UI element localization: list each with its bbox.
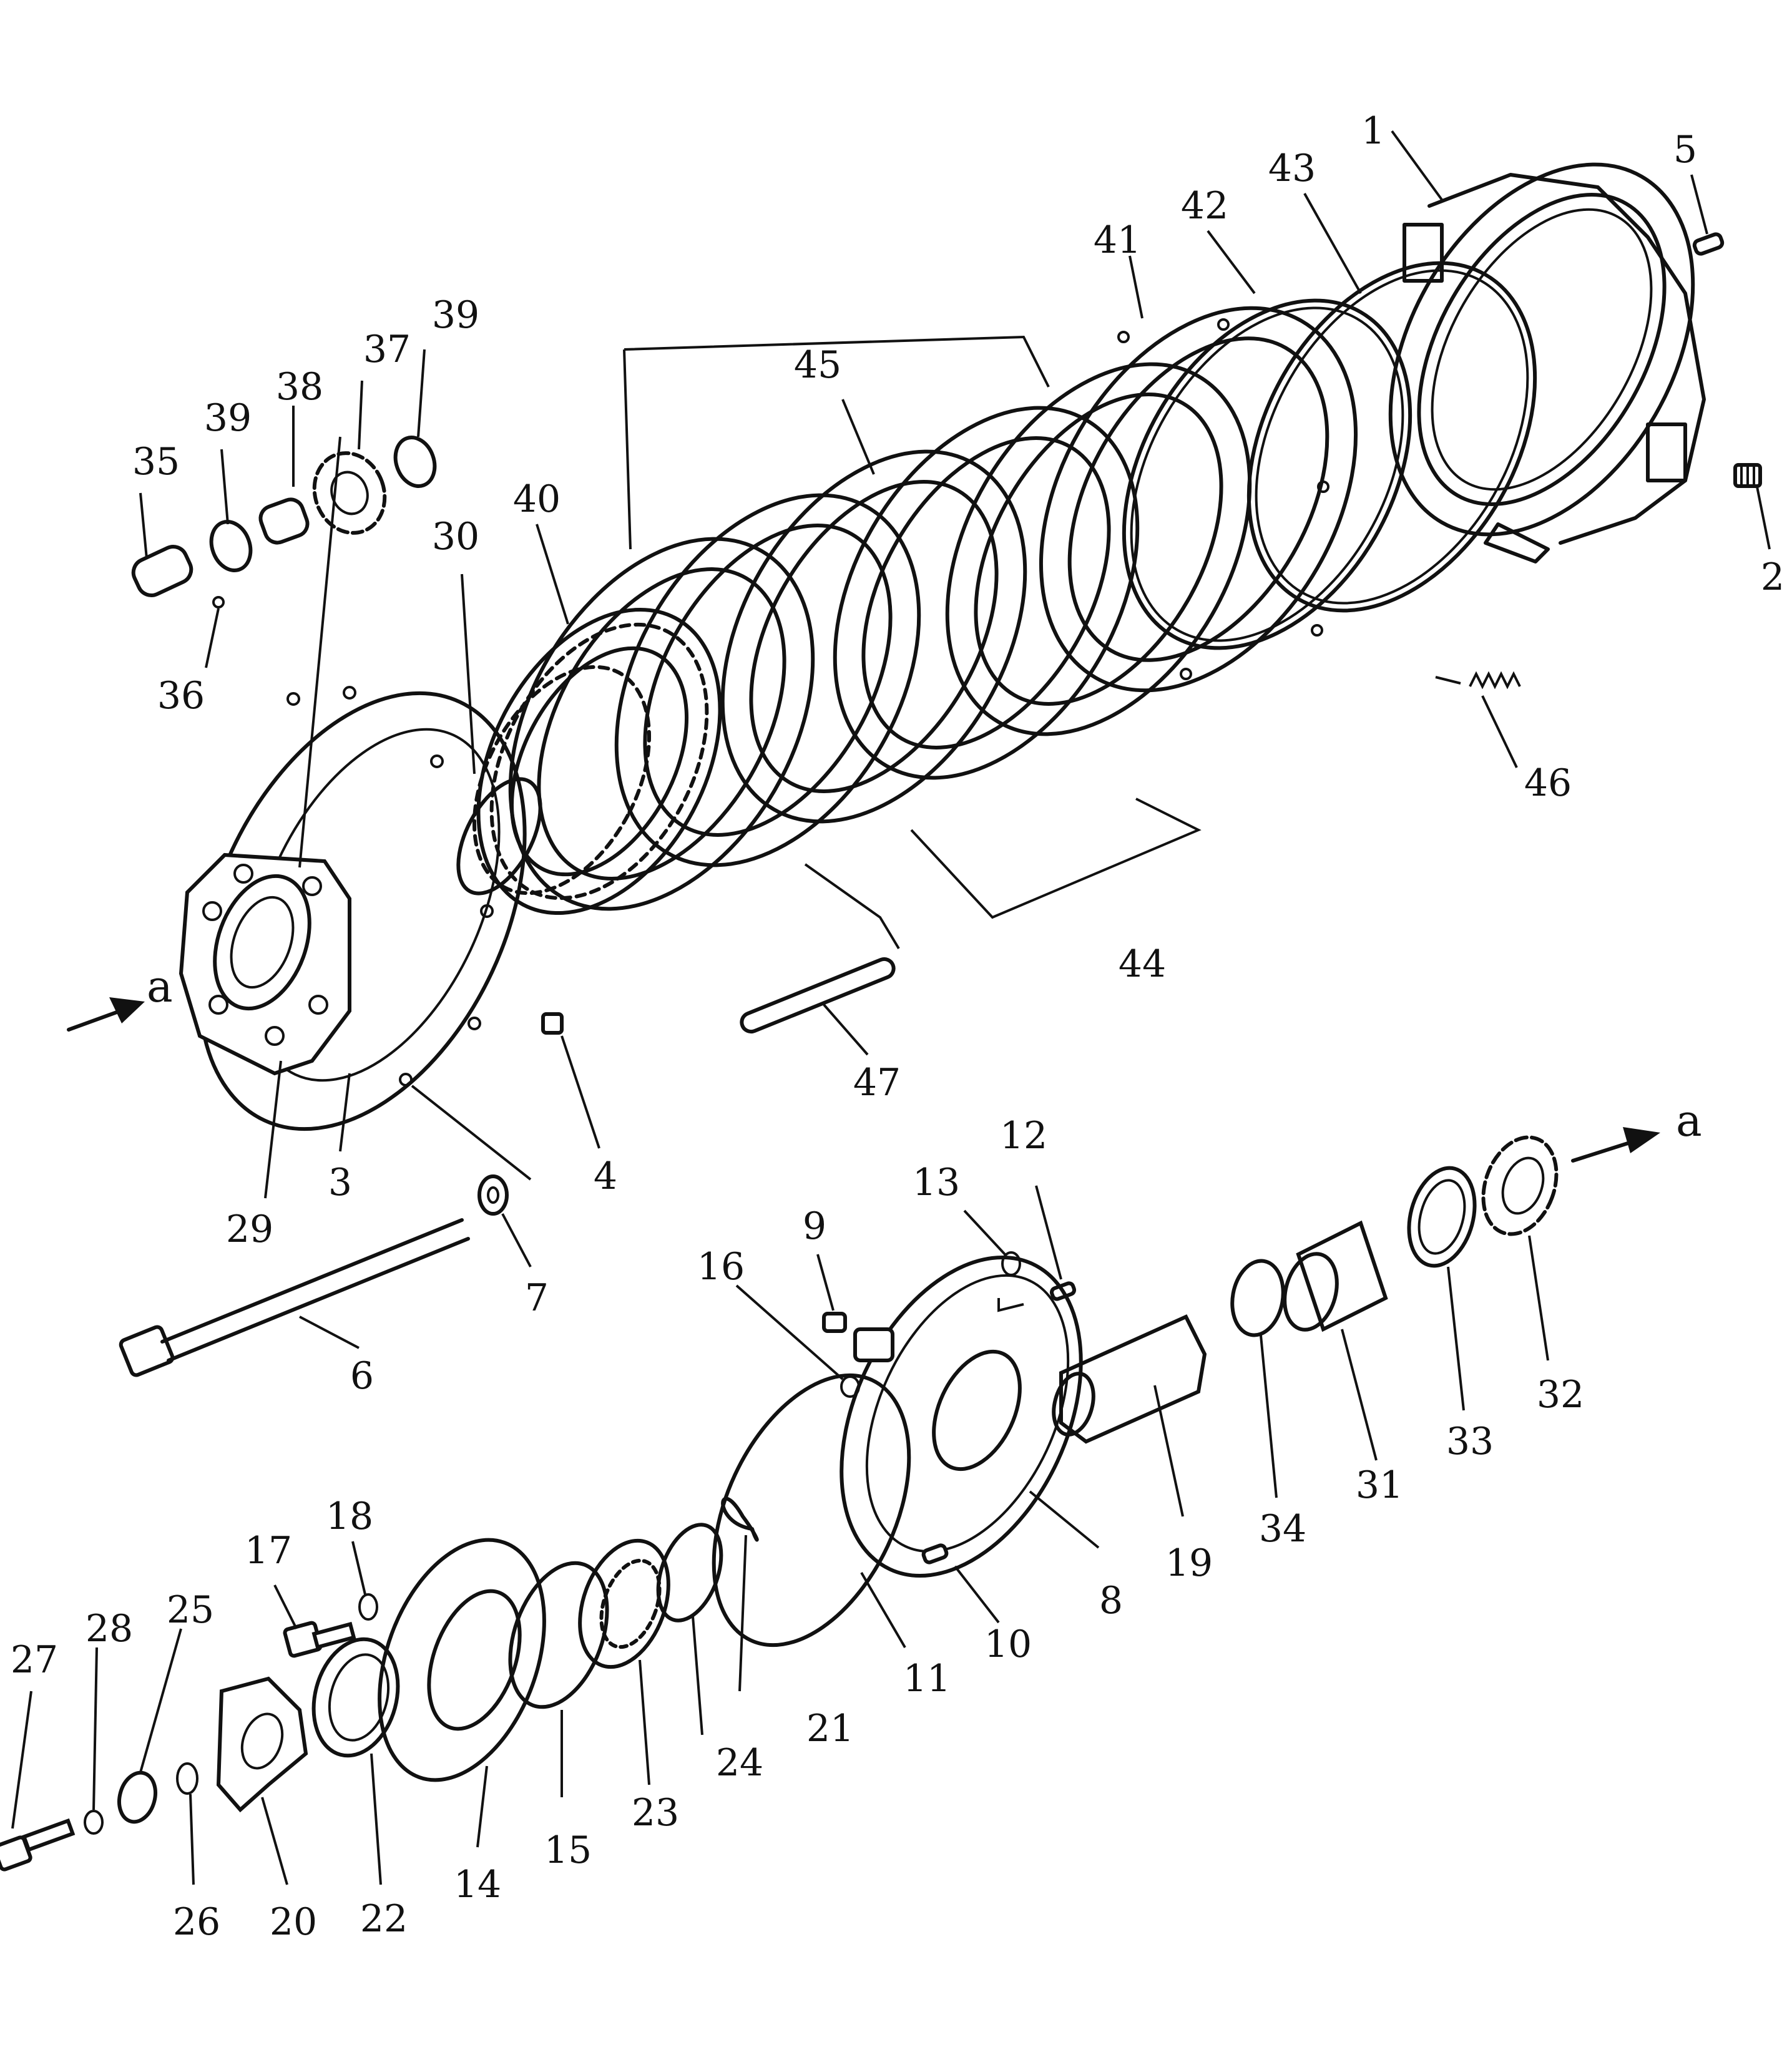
part-21-snap-ring bbox=[721, 1496, 759, 1542]
callout-45: 45 bbox=[794, 343, 841, 387]
callout-12: 12 bbox=[1000, 1114, 1047, 1158]
part-9-plug bbox=[822, 1312, 847, 1333]
callout-32: 32 bbox=[1537, 1373, 1584, 1417]
callout-20: 20 bbox=[270, 1900, 317, 1944]
callout-10: 10 bbox=[984, 1623, 1032, 1666]
callout-1: 1 bbox=[1361, 109, 1385, 153]
callout-18: 18 bbox=[326, 1495, 373, 1538]
part-41-lug-plate bbox=[1039, 306, 1358, 693]
part-1-housing bbox=[1388, 162, 1706, 564]
part-11-large-o-ring bbox=[712, 1373, 911, 1647]
arrow-right-a bbox=[1571, 1127, 1660, 1163]
part-16-o-ring bbox=[840, 1375, 860, 1398]
callout-24: 24 bbox=[716, 1741, 763, 1785]
part-22-seal bbox=[311, 1637, 400, 1758]
part-26-o-ring bbox=[176, 1762, 198, 1795]
callout-4: 4 bbox=[594, 1154, 617, 1198]
part-37-pinion-gear bbox=[312, 451, 387, 535]
part-36-ball bbox=[212, 596, 225, 608]
part-30-snap-ring bbox=[456, 777, 542, 896]
callout-14: 14 bbox=[454, 1863, 501, 1906]
callout-36: 36 bbox=[157, 674, 205, 718]
part-17-bolt bbox=[283, 1621, 356, 1658]
part-5-pin bbox=[1692, 232, 1725, 256]
callout-7: 7 bbox=[525, 1276, 549, 1320]
arrow-label-right: a bbox=[1676, 1095, 1702, 1146]
part-28-washer bbox=[84, 1810, 104, 1835]
callout-13: 13 bbox=[913, 1161, 960, 1204]
part-3-carrier-plate bbox=[197, 686, 527, 1131]
callout-40: 40 bbox=[513, 477, 561, 521]
part-42-seal-ring bbox=[1122, 298, 1413, 650]
part-18-washer bbox=[358, 1593, 378, 1621]
callout-25: 25 bbox=[167, 1588, 214, 1632]
callout-33: 33 bbox=[1446, 1420, 1494, 1463]
callout-31: 31 bbox=[1356, 1463, 1403, 1507]
callout-42: 42 bbox=[1181, 184, 1228, 228]
callout-9: 9 bbox=[803, 1204, 826, 1248]
callout-22: 22 bbox=[360, 1897, 408, 1941]
part-8-cover bbox=[840, 1255, 1083, 1578]
callout-46: 46 bbox=[1524, 761, 1572, 805]
callout-15: 15 bbox=[544, 1828, 592, 1872]
callout-39a: 39 bbox=[204, 396, 252, 440]
part-25-washer-plate bbox=[117, 1770, 157, 1824]
part-24-snap-ring bbox=[656, 1523, 723, 1623]
arrow-label-left: a bbox=[147, 961, 173, 1012]
part-47-dowel-pin bbox=[740, 957, 896, 1034]
callout-41: 41 bbox=[1094, 218, 1141, 262]
part-38-bearing bbox=[258, 497, 310, 545]
callout-16: 16 bbox=[697, 1245, 745, 1289]
callout-17: 17 bbox=[245, 1529, 292, 1573]
part-46-spring bbox=[1469, 671, 1521, 690]
part-4-plug bbox=[541, 1012, 564, 1035]
part-10-pin bbox=[921, 1543, 949, 1564]
callout-30: 30 bbox=[432, 515, 479, 559]
part-29-hub-flange bbox=[179, 852, 351, 1076]
callout-6: 6 bbox=[350, 1354, 374, 1398]
callout-11: 11 bbox=[903, 1657, 951, 1701]
callout-37: 37 bbox=[363, 328, 411, 371]
part-20-yoke bbox=[216, 1676, 308, 1813]
callout-21: 21 bbox=[806, 1707, 854, 1750]
callout-3: 3 bbox=[328, 1161, 352, 1204]
part-35-pinion-shaft bbox=[131, 545, 193, 597]
part-31-splined-sleeve bbox=[1283, 1220, 1388, 1332]
part-14-cover-plate bbox=[378, 1538, 546, 1782]
callout-2: 2 bbox=[1761, 555, 1785, 599]
part-33-collar bbox=[1407, 1166, 1477, 1268]
part-32-gear bbox=[1481, 1135, 1559, 1236]
callout-43: 43 bbox=[1268, 147, 1316, 190]
arrow-left-a bbox=[67, 997, 145, 1032]
part-39-thrust-washer bbox=[209, 436, 437, 572]
callout-29: 29 bbox=[226, 1208, 273, 1251]
part-7-washer bbox=[477, 1174, 509, 1216]
part-34-snap-ring bbox=[1230, 1259, 1285, 1337]
callout-labels: 1 5 2 43 42 41 45 40 30 35 39 38 37 39 3… bbox=[11, 109, 1785, 1944]
callout-26: 26 bbox=[173, 1900, 220, 1944]
part-15-o-ring bbox=[508, 1561, 609, 1709]
callout-47: 47 bbox=[853, 1061, 901, 1105]
callout-23: 23 bbox=[632, 1791, 679, 1835]
part-2-plug bbox=[1733, 463, 1762, 488]
part-44-45-disc-stack bbox=[508, 362, 1252, 911]
callout-27: 27 bbox=[11, 1638, 58, 1682]
callout-8: 8 bbox=[1099, 1579, 1123, 1623]
callout-35: 35 bbox=[132, 440, 180, 484]
callout-38: 38 bbox=[276, 365, 323, 409]
callout-19: 19 bbox=[1165, 1541, 1213, 1585]
callout-28: 28 bbox=[86, 1607, 133, 1651]
callout-34: 34 bbox=[1259, 1507, 1306, 1551]
leader-lines bbox=[11, 130, 1771, 1885]
callout-44: 44 bbox=[1119, 942, 1166, 986]
callout-39b: 39 bbox=[432, 293, 479, 337]
part-40-gear-ring bbox=[472, 607, 722, 915]
callout-5: 5 bbox=[1673, 128, 1697, 172]
part-27-bolt bbox=[0, 1818, 76, 1872]
part-6-long-bolt bbox=[119, 1218, 470, 1377]
